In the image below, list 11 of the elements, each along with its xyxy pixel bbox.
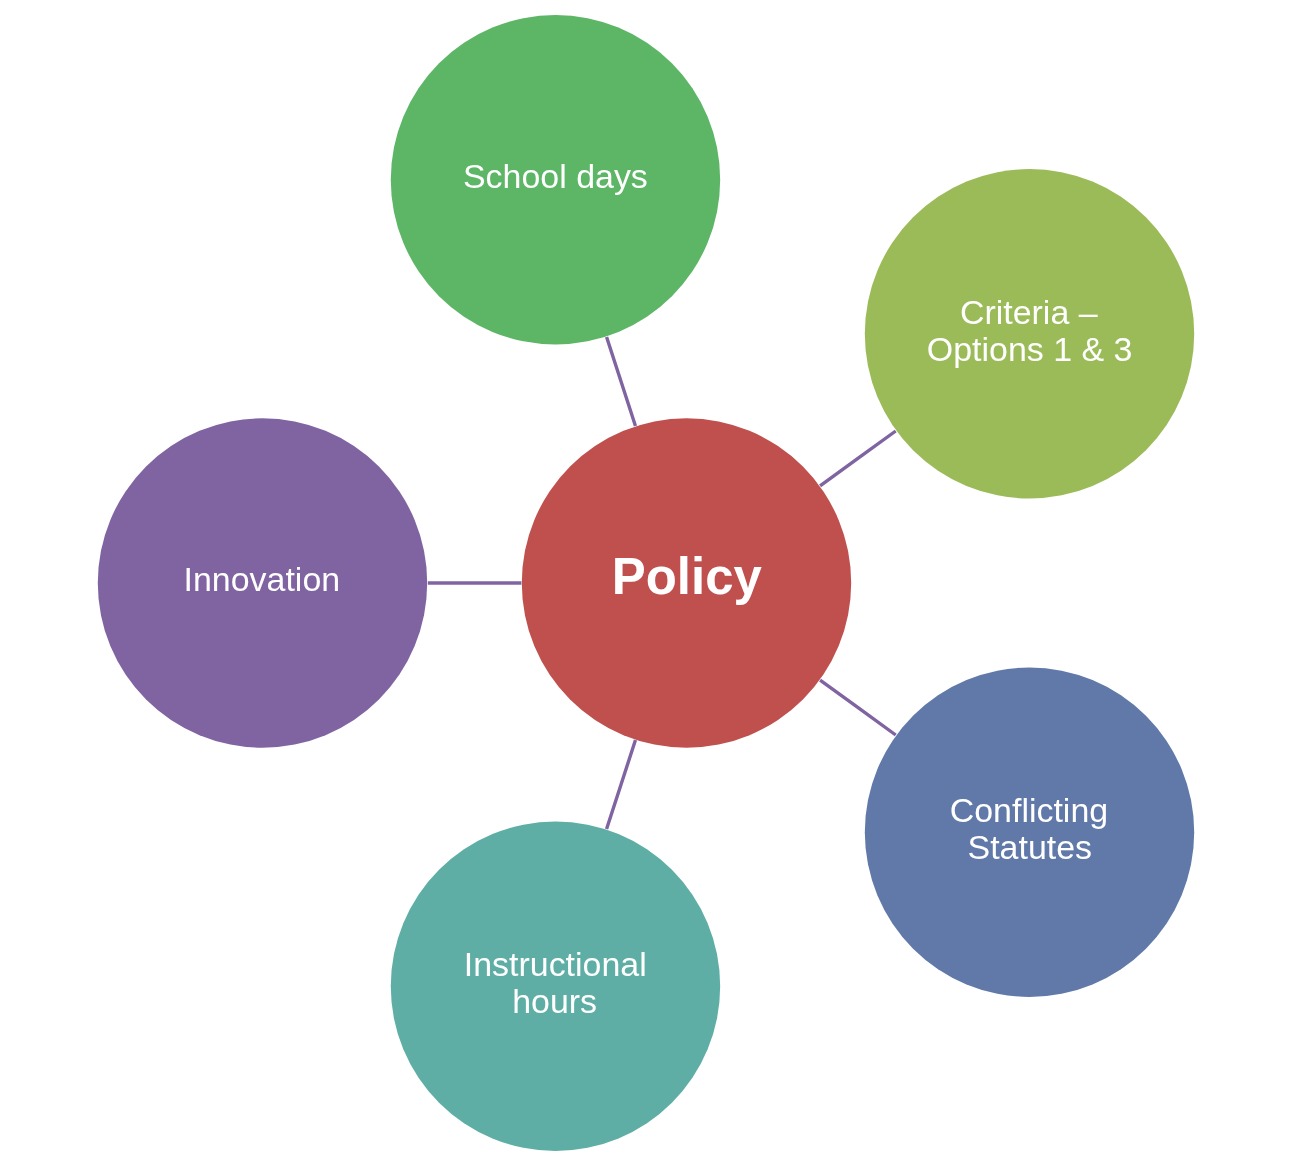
connector xyxy=(427,581,521,585)
node-circle: School days xyxy=(390,15,720,345)
connector xyxy=(818,678,897,737)
node-circle: Conflicting Statutes xyxy=(864,667,1194,997)
connector xyxy=(604,739,637,830)
node-circle: Innovation xyxy=(97,418,427,748)
connector xyxy=(818,429,897,488)
node-circle: Criteria – Options 1 & 3 xyxy=(864,169,1194,499)
connector xyxy=(604,336,637,427)
node-circle: Policy xyxy=(521,418,851,748)
node-circle: Instructional hours xyxy=(390,821,720,1151)
